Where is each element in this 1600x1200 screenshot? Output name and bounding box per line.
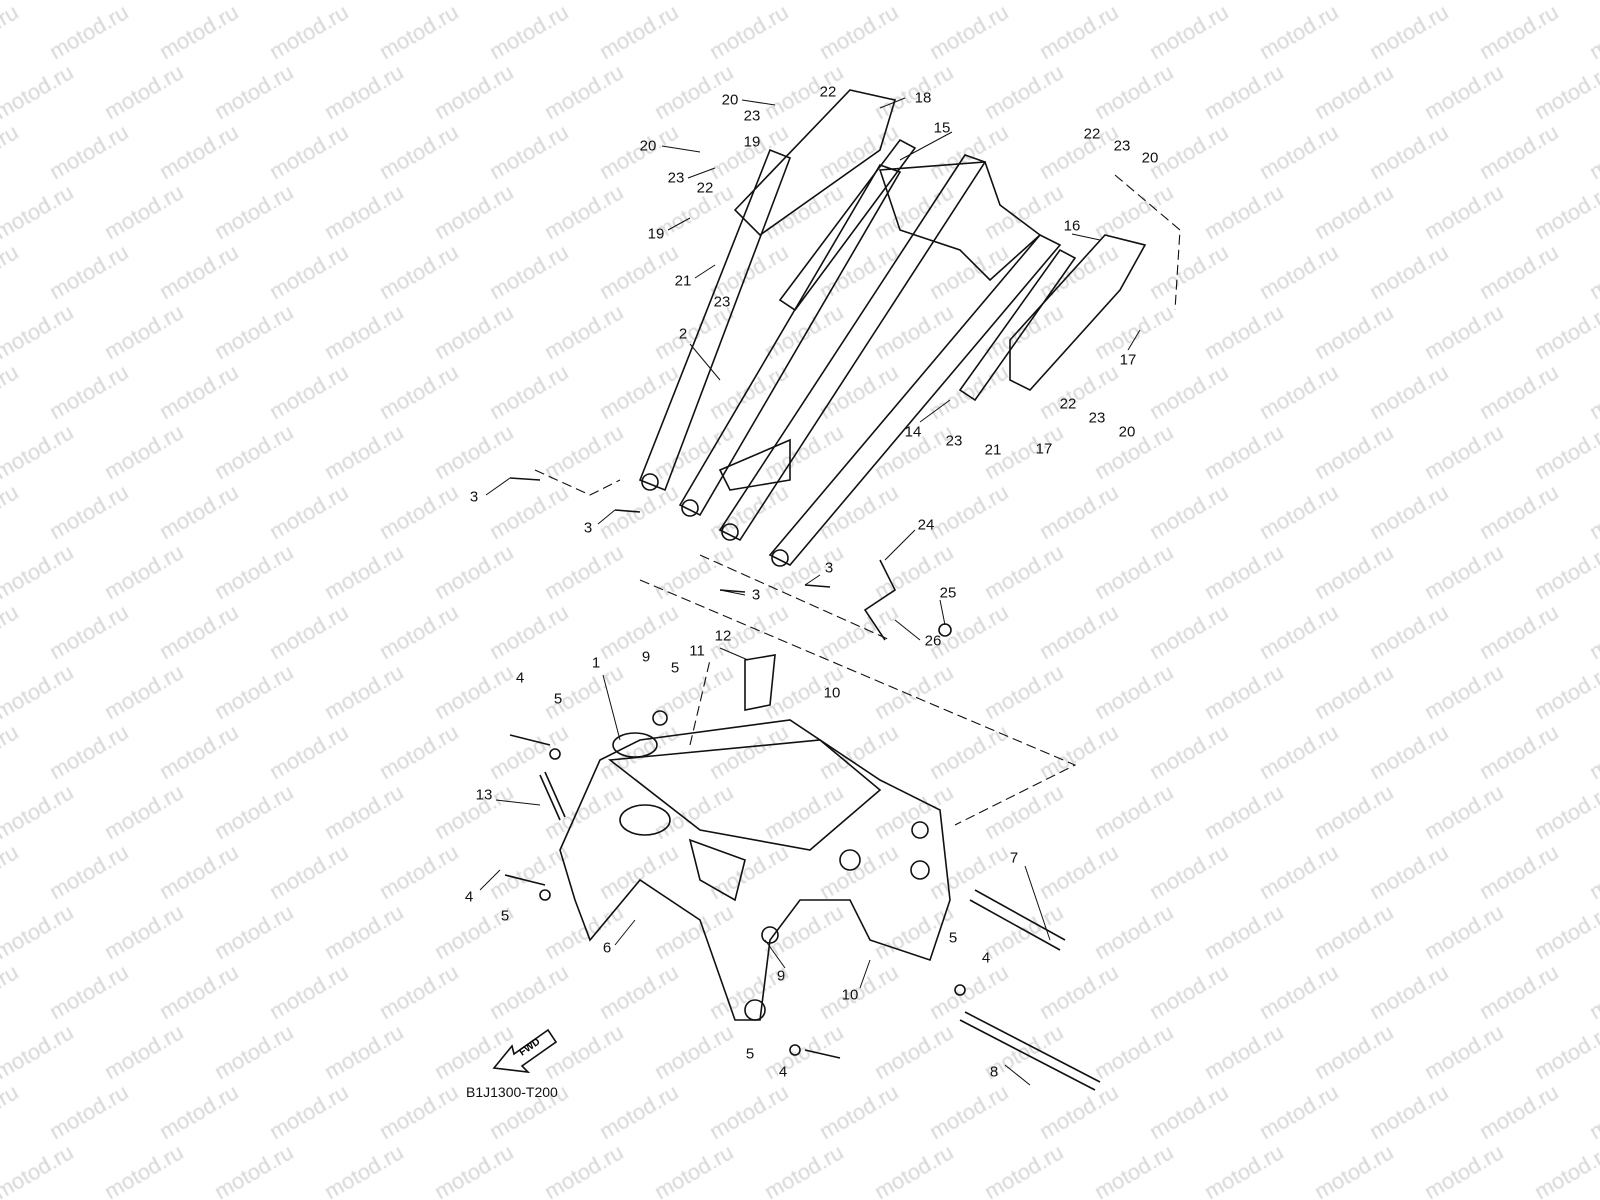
callout[interactable]: 11	[689, 642, 705, 660]
callout[interactable]: 4	[981, 949, 991, 967]
callout[interactable]: 25	[939, 584, 957, 602]
callout[interactable]: 8	[989, 1063, 999, 1081]
callout[interactable]: 23	[1088, 409, 1106, 427]
callout[interactable]: 22	[819, 83, 837, 101]
callout[interactable]: 14	[904, 423, 922, 441]
callout[interactable]: 9	[641, 648, 651, 666]
callout[interactable]: 16	[1063, 217, 1081, 235]
callout[interactable]: 20	[721, 91, 739, 109]
callout[interactable]: 22	[696, 179, 714, 197]
callout[interactable]: 3	[469, 488, 479, 506]
callout[interactable]: 4	[778, 1063, 788, 1081]
leader-lines	[479, 97, 1141, 1086]
callout[interactable]: 22	[1059, 395, 1077, 413]
main-frame	[559, 719, 951, 1021]
callout[interactable]: 6	[602, 939, 612, 957]
callout[interactable]: 23	[945, 432, 963, 450]
callout[interactable]: 1	[591, 654, 601, 672]
callout[interactable]: 21	[674, 272, 692, 290]
callout[interactable]: 10	[823, 684, 841, 702]
callout[interactable]: 5	[745, 1045, 755, 1063]
callout[interactable]: 5	[500, 907, 510, 925]
callout[interactable]: 19	[647, 225, 665, 243]
callout[interactable]: 3	[824, 559, 834, 577]
callout[interactable]: 2	[678, 325, 688, 343]
callout[interactable]: 10	[841, 986, 859, 1004]
callout[interactable]: 15	[933, 119, 951, 137]
callout[interactable]: 3	[583, 519, 593, 537]
callout[interactable]: 7	[1009, 849, 1019, 867]
callout[interactable]: 12	[714, 627, 732, 645]
diagram-code: B1J1300-T200	[466, 1084, 558, 1100]
bolts-and-rods	[504, 477, 1101, 1091]
callout[interactable]: 17	[1119, 351, 1137, 369]
side-cover-bracket-left	[733, 89, 917, 312]
callout[interactable]: 5	[553, 690, 563, 708]
callout[interactable]: 26	[924, 632, 942, 650]
callout[interactable]: 23	[1113, 137, 1131, 155]
callout[interactable]: 20	[1141, 149, 1159, 167]
callout[interactable]: 19	[743, 133, 761, 151]
callout[interactable]: 17	[1035, 440, 1053, 458]
callout[interactable]: 13	[475, 786, 493, 804]
callout[interactable]: 18	[914, 89, 932, 107]
callout[interactable]: 9	[776, 967, 786, 985]
rear-subframe	[638, 148, 1062, 567]
callout[interactable]: 5	[948, 929, 958, 947]
callout[interactable]: 3	[751, 586, 761, 604]
callout[interactable]: 5	[670, 659, 680, 677]
callout[interactable]: 20	[1118, 423, 1136, 441]
forward-arrow-icon: FWD	[492, 1028, 558, 1074]
callout[interactable]: 4	[464, 888, 474, 906]
callout[interactable]: 23	[713, 293, 731, 311]
callout[interactable]: 23	[667, 169, 685, 187]
callout[interactable]: 22	[1083, 125, 1101, 143]
callout[interactable]: 20	[639, 137, 657, 155]
callout[interactable]: 21	[984, 441, 1002, 459]
side-cover-bracket-right	[958, 234, 1147, 402]
callout[interactable]: 4	[515, 669, 525, 687]
callout[interactable]: 23	[743, 107, 761, 125]
callout[interactable]: 24	[917, 516, 935, 534]
dashed-reference-lines	[534, 174, 1181, 826]
